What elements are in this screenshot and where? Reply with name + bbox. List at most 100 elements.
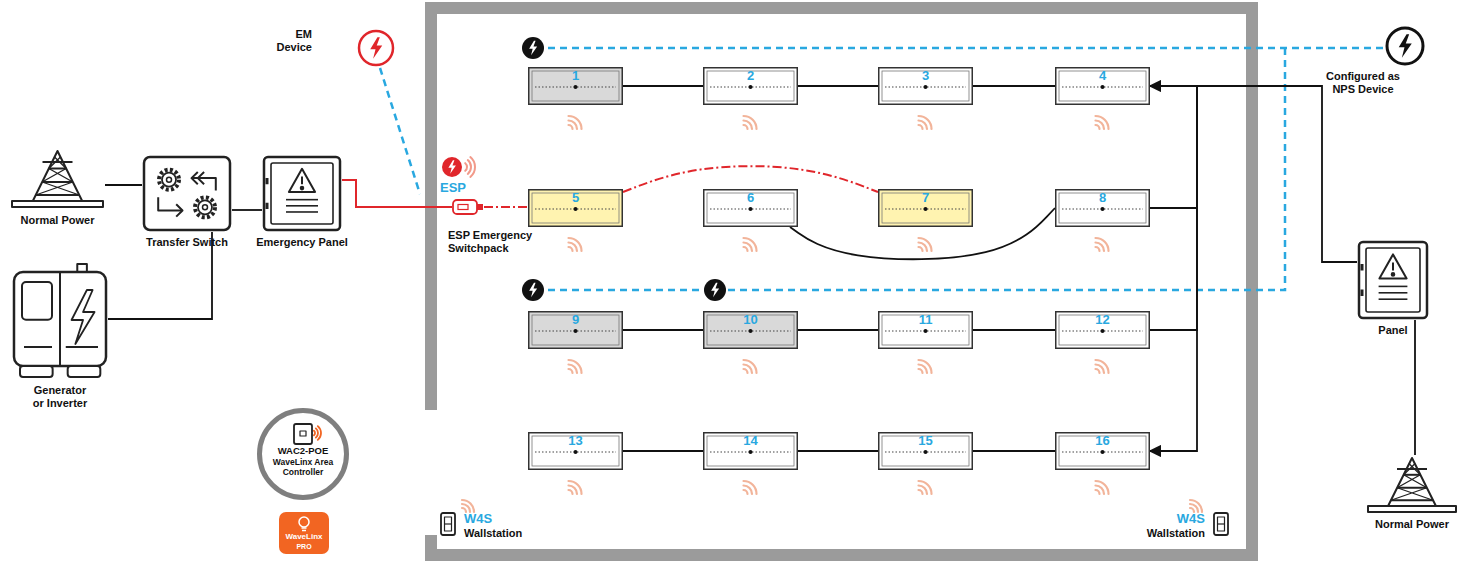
wireless-arc [468,160,471,174]
nps-link [548,47,1385,50]
power-wire [232,209,262,211]
wireless-arc [744,247,748,251]
room-wall [425,2,1258,14]
wireless-arc [744,238,757,251]
panel-door [1366,248,1420,312]
warning-mark [1392,262,1394,270]
switch-housing [144,157,230,230]
fixture-sensor [749,450,753,454]
light-fixture: 14 [703,432,798,470]
wireless-arc [1096,490,1100,494]
node-label: Generator or Inverter [27,384,93,410]
wireless-arc [569,243,578,252]
light-fixture: 13 [528,432,623,470]
wireless-arc [1096,365,1105,374]
power-wire [1150,86,1197,451]
wireless-arc [919,116,932,129]
fixture-housing [529,190,623,227]
fixture-lens [704,433,798,470]
generator: Generator or Inverter [12,262,108,380]
fixture-sensor [574,85,578,89]
nps-icon [1387,28,1423,64]
panel-line [1379,292,1408,294]
node-sublabel: PRO [280,542,328,551]
gear [203,205,208,210]
wireless-arc [1096,486,1105,495]
wireless-arc [470,157,475,177]
fixture-sensor [1101,329,1105,333]
fixture-housing [1056,312,1150,349]
logo-bulb [299,517,309,527]
wireless-arc [316,428,318,437]
generator-divider [59,272,61,366]
logo-bulb [302,528,307,531]
switch-arrow [192,172,205,184]
power-wire [623,450,703,452]
wireless-arc [919,490,923,494]
room-walls [425,2,1258,561]
fixture-sensor [574,207,578,211]
emergency-panel: Emergency Panel [262,155,342,232]
fixture-sensor [1101,207,1105,211]
logo-bulb [299,517,309,531]
wireless-arc [1096,116,1109,129]
light-fixture: 7 [878,189,973,227]
device-label: EM Device [266,28,312,54]
panel-line [286,205,318,207]
light-fixture: 10 [703,311,798,349]
tower-frame [33,151,82,201]
wireless-arc [569,360,582,373]
esp-icon [442,157,462,177]
fixture-housing [1056,190,1150,227]
switch-arrow [176,204,182,216]
node-label: Normal Power [8,214,108,227]
power-wire [1150,86,1357,262]
node-label: 3 [904,69,948,83]
light-fixture: 6 [703,189,798,227]
fixture-housing [529,68,623,105]
transfer-switch-graphic [142,155,232,232]
wireless-arc [919,369,923,373]
fixture-lens [704,190,798,227]
device-tag: ESP [440,181,480,195]
gear [198,200,212,214]
fixture-lens [1056,433,1150,470]
power-wire [105,184,142,186]
switchpack-body [453,200,477,214]
fixture-sensor [749,207,753,211]
tower-arm [1397,468,1427,470]
fixture-lens [704,312,798,349]
wireless-arc [1096,238,1109,251]
fixture-lens [529,190,623,227]
controller-box [300,431,306,436]
light-fixture: 8 [1055,189,1150,227]
power-wire [623,329,703,331]
wallstation-graphic [440,512,456,536]
node-label: Panel [1358,324,1428,337]
light-fixture: 2 [703,67,798,105]
wireless-arc [569,121,578,130]
wireless-arc [744,369,748,373]
lightning-bolt [370,37,382,59]
fixture-housing [879,190,973,227]
nps-icon [522,279,544,301]
wireless-arc [744,486,753,495]
electrical-panel: Panel [1357,240,1429,320]
wireless-arc [1096,360,1109,373]
fixture-sensor [924,329,928,333]
wireless-arc [462,504,470,512]
fixture-lens [529,312,623,349]
wireless-arc [919,125,923,129]
switch-arrow [192,178,215,190]
fixture-lens [704,68,798,105]
tower-base [12,201,103,207]
device-label: Configured as NPS Device [1321,70,1405,96]
wallplate [441,513,455,535]
fixture-housing [529,433,623,470]
nps-link [548,48,1385,290]
generator-graphic [12,262,108,380]
panel-line [286,199,318,201]
tower-brace [1397,487,1427,489]
lightning-bolt [711,283,719,297]
